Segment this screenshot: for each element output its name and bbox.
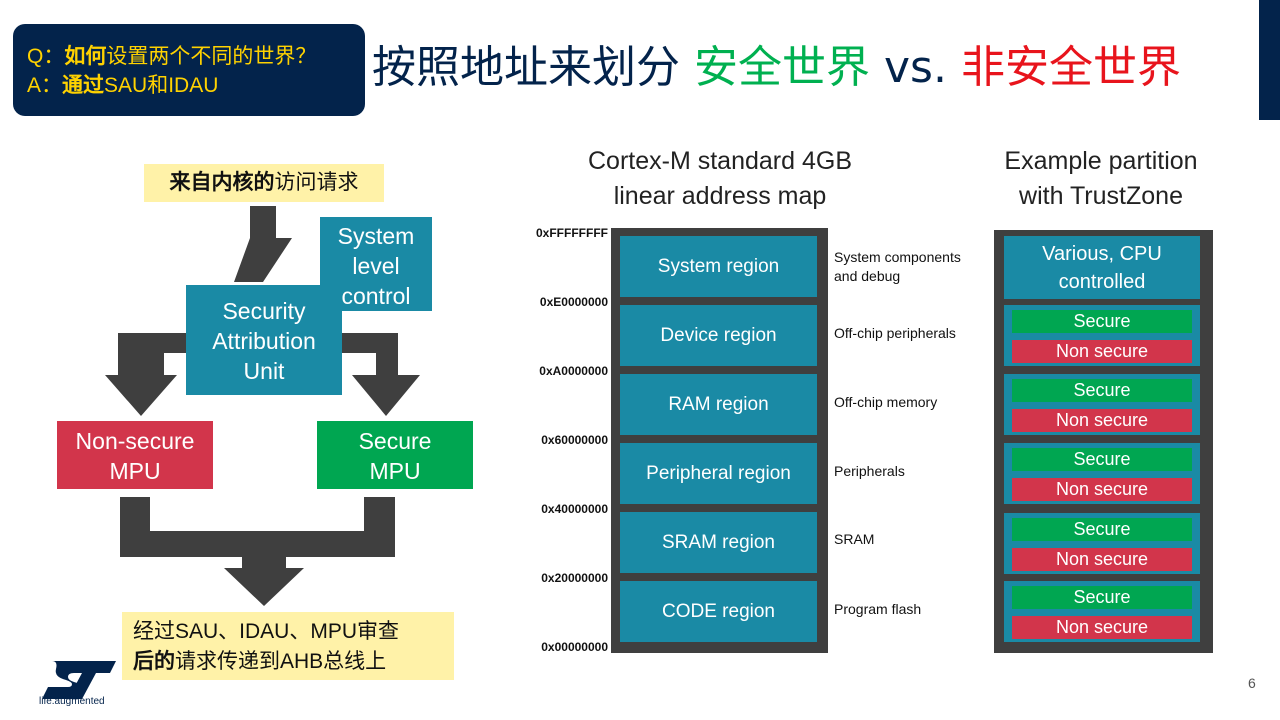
address-map-frame: System region Device region RAM region P… <box>611 228 828 653</box>
nonsecure-bar: Non secure <box>1012 548 1192 571</box>
region-system: System region <box>620 236 817 297</box>
nonsecure-mpu-box: Non-secure MPU <box>57 421 213 489</box>
page-number: 6 <box>1248 675 1256 691</box>
ns-mpu-line-1: Non-secure <box>75 428 195 454</box>
arrow-merge <box>120 497 395 606</box>
out-line-2-bold: 后的 <box>133 650 175 673</box>
slc-line-1: System <box>337 223 415 249</box>
secure-mpu-box: Secure MPU <box>317 421 473 489</box>
region-description: SRAM <box>834 531 875 547</box>
cpu-controlled-block: Various, CPU controlled <box>1004 236 1200 299</box>
addr-label: 0xFFFFFFFF <box>536 226 608 240</box>
nonsecure-bar: Non secure <box>1012 478 1192 501</box>
partition-block: Secure Non secure <box>1004 443 1200 504</box>
a-prefix: A： <box>27 74 63 97</box>
region-peripheral: Peripheral region <box>620 443 817 504</box>
arrow-left-elbow <box>105 333 186 416</box>
q-rest: 设置两个不同的世界？ <box>106 45 317 68</box>
nonsecure-bar: Non secure <box>1012 340 1192 363</box>
logo-tagline: life.augmented <box>39 696 105 707</box>
region-description: Peripherals <box>834 463 905 479</box>
partition-block: Secure Non secure <box>1004 513 1200 574</box>
st-logo-icon <box>42 661 116 699</box>
region-description: System components and debug <box>834 249 961 284</box>
secure-bar: Secure <box>1012 586 1192 609</box>
arrow-right-elbow <box>342 333 420 416</box>
map-title-line-2: linear address map <box>613 182 827 210</box>
secure-bar: Secure <box>1012 379 1192 402</box>
secure-bar: Secure <box>1012 448 1192 471</box>
region-description: Program flash <box>834 601 922 617</box>
accent-bar <box>1259 0 1280 120</box>
title-secure: 安全世界 <box>694 42 870 93</box>
partition-frame: Various, CPU controlled Secure Non secur… <box>994 230 1213 653</box>
partition-title-line-1: Example partition <box>1004 147 1198 175</box>
a-rest: SAU和IDAU <box>104 74 219 97</box>
question-line: Q：如何设置两个不同的世界？ <box>27 42 365 71</box>
region-code: CODE region <box>620 581 817 642</box>
region-description: Off-chip memory <box>834 394 938 410</box>
address-map-title: Cortex-M standard 4GB linear address map <box>540 144 900 214</box>
core-request-box: 来自内核的访问请求 <box>144 164 384 202</box>
partition-title-line-2: with TrustZone <box>1019 182 1183 210</box>
s-mpu-line-2: MPU <box>369 458 421 484</box>
region-device: Device region <box>620 305 817 366</box>
sau-box: Security Attribution Unit <box>186 285 342 395</box>
qa-callout: Q：如何设置两个不同的世界？ A：通过SAU和IDAU <box>13 24 365 116</box>
sau-line-1: Security <box>222 298 306 324</box>
slc-line-3: control <box>341 283 411 309</box>
addr-label: 0x00000000 <box>541 640 608 654</box>
out-line-2: 后的请求传递到AHB总线上 <box>133 647 454 677</box>
partition-block: Secure Non secure <box>1004 581 1200 642</box>
addr-label: 0x40000000 <box>541 502 608 516</box>
a-bold: 通过 <box>62 74 105 97</box>
out-line-2-rest: 请求传递到AHB总线上 <box>175 650 387 673</box>
title-nonsecure: 非安全世界 <box>960 42 1181 93</box>
addr-label: 0xE0000000 <box>539 295 608 309</box>
partition-title: Example partition with TrustZone <box>985 144 1217 214</box>
region-sram: SRAM region <box>620 512 817 573</box>
addr-label: 0xA0000000 <box>539 364 608 378</box>
slide-title: 按照地址来划分 安全世界 vs. 非安全世界 <box>372 38 1181 98</box>
region-ram: RAM region <box>620 374 817 435</box>
secure-bar: Secure <box>1012 310 1192 333</box>
nonsecure-bar: Non secure <box>1012 616 1192 639</box>
output-callout: 经过SAU、IDAU、MPU审查 后的请求传递到AHB总线上 <box>122 612 454 680</box>
s-mpu-line-1: Secure <box>358 428 432 454</box>
core-rest: 访问请求 <box>274 171 359 194</box>
partition-block: Secure Non secure <box>1004 374 1200 435</box>
answer-line: A：通过SAU和IDAU <box>27 71 365 100</box>
partition-block: Secure Non secure <box>1004 305 1200 366</box>
nonsecure-bar: Non secure <box>1012 409 1192 432</box>
sau-line-2: Attribution <box>212 328 316 354</box>
cpu-line-1: Various, CPU <box>1042 243 1162 265</box>
q-prefix: Q： <box>27 45 65 68</box>
cpu-line-2: controlled <box>1058 271 1146 293</box>
q-bold: 如何 <box>64 45 107 68</box>
out-line-1: 经过SAU、IDAU、MPU审查 <box>133 620 400 643</box>
sau-line-3: Unit <box>243 358 285 384</box>
addr-label: 0x20000000 <box>541 571 608 585</box>
core-bold: 来自内核的 <box>169 171 275 194</box>
map-title-line-1: Cortex-M standard 4GB <box>588 147 852 175</box>
title-vs: vs. <box>884 42 947 93</box>
slc-line-2: level <box>352 253 400 279</box>
flow-arrows <box>105 206 420 606</box>
arrow-core-down <box>234 206 292 282</box>
region-description: Off-chip peripherals <box>834 325 956 341</box>
ns-mpu-line-2: MPU <box>109 458 161 484</box>
title-main: 按照地址来划分 <box>372 42 680 93</box>
secure-bar: Secure <box>1012 518 1192 541</box>
addr-label: 0x60000000 <box>541 433 608 447</box>
